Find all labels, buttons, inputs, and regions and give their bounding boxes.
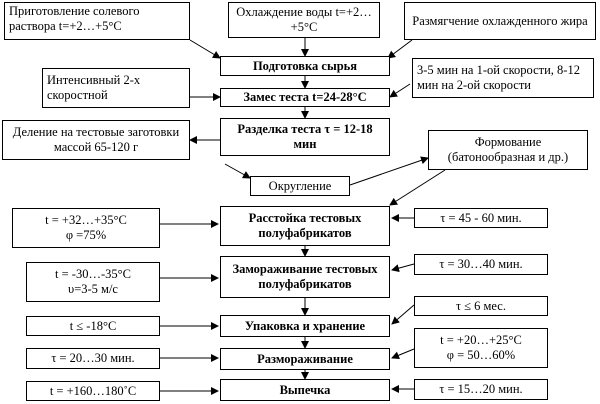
step-mixing-label: Замес теста t=24-28°С	[243, 90, 367, 104]
step-baking: Выпечка	[220, 379, 390, 401]
arrow-right-param-2	[391, 263, 415, 273]
step-thawing: Размораживание	[220, 348, 390, 370]
arrow-fat-to-prep	[387, 39, 413, 59]
arrow-right-param-3	[391, 304, 415, 325]
step-proofing-label: Расстойка тестовых полуфабрикатов	[248, 211, 362, 240]
input-shaping-text: Формование (батонообразная и др.)	[447, 135, 569, 164]
input-fat-text: Размягчение охлажденного жира	[412, 13, 588, 28]
step-prep-label: Подготовка сырья	[252, 58, 358, 73]
left-param-packing: t ≤ -18°С	[26, 316, 160, 336]
right-param-proofing: τ = 45 - 60 мин.	[414, 208, 548, 228]
step-prep: Подготовка сырья	[220, 56, 390, 76]
step-proofing: Расстойка тестовых полуфабрикатов	[220, 206, 390, 246]
right-param-packing-text: τ ≤ 6 мес.	[456, 298, 506, 313]
input-rounding-text: Округление	[268, 178, 332, 193]
left-param-baking: t = +160…180˚С	[26, 381, 160, 401]
input-mixer-text: Интенсивный 2-х скоростной	[47, 73, 141, 102]
step-mixing: Замес теста t=24-28°С	[220, 88, 390, 107]
right-param-baking-text: τ = 15…20 мин.	[439, 382, 523, 396]
right-param-packing: τ ≤ 6 мес.	[414, 296, 548, 316]
left-param-freezing: t = -30…-35°С υ=3-5 м/с	[26, 262, 160, 302]
left-param-proofing-text: t = +32…+35°С φ =75%	[45, 213, 127, 242]
input-dividing: Деление на тестовые заготовки массой 65-…	[2, 120, 190, 160]
step-baking-label: Выпечка	[279, 382, 331, 397]
arrow-brine-to-prep	[189, 39, 221, 59]
input-mixer: Интенсивный 2-х скоростной	[42, 68, 190, 108]
right-param-freezing-text: τ = 30…40 мин.	[439, 257, 523, 271]
arrow-speeds-to-mix	[389, 83, 411, 98]
input-water-text: Охлаждение воды t=+2…+5°С	[236, 5, 372, 34]
right-param-proofing-text: τ = 45 - 60 мин.	[440, 210, 522, 225]
step-freezing: Замораживание тестовых полуфабрикатов	[220, 256, 390, 298]
step-cutting-label: Разделка теста τ = 12-18 мин	[237, 122, 373, 151]
input-brine-text: Приготовление солевого раствора t=+2…+5°…	[9, 4, 140, 33]
input-fat: Размягчение охлажденного жира	[404, 2, 596, 40]
input-speeds-text: 3-5 мин на 1-ой скорости, 8-12 мин на 2-…	[417, 63, 580, 92]
left-param-freezing-text: t = -30…-35°С υ=3-5 м/с	[55, 267, 131, 296]
input-shaping: Формование (батонообразная и др.)	[428, 130, 588, 170]
left-param-packing-text: t ≤ -18°С	[69, 318, 117, 333]
step-freezing-label: Замораживание тестовых полуфабрикатов	[232, 262, 378, 291]
arrow-right-param-4	[391, 348, 415, 360]
input-dividing-text: Деление на тестовые заготовки массой 65-…	[12, 125, 180, 154]
step-cutting: Разделка теста τ = 12-18 мин	[220, 118, 390, 156]
step-packing-label: Упаковка и хранение	[244, 318, 366, 333]
right-param-baking: τ = 15…20 мин.	[414, 379, 548, 400]
input-water: Охлаждение воды t=+2…+5°С	[228, 2, 380, 38]
input-rounding: Округление	[250, 176, 350, 196]
input-brine: Приготовление солевого раствора t=+2…+5°…	[4, 2, 190, 40]
right-param-freezing: τ = 30…40 мин.	[414, 254, 548, 275]
left-param-proofing: t = +32…+35°С φ =75%	[12, 208, 160, 248]
left-param-baking-text: t = +160…180˚С	[49, 383, 137, 398]
arrow-rounding-to-shaping	[349, 156, 429, 186]
right-param-thawing: t = +20…+25°С φ = 50…60%	[414, 328, 548, 368]
input-speeds: 3-5 мин на 1-ой скорости, 8-12 мин на 2-…	[412, 58, 594, 98]
right-param-thawing-text: t = +20…+25°С φ = 50…60%	[440, 333, 522, 362]
arrow-shaping-to-proof	[389, 169, 446, 206]
step-packing: Упаковка и хранение	[220, 315, 390, 337]
left-param-thawing: τ = 20…30 мин.	[26, 348, 160, 369]
arrow-dividing-to-rounding	[224, 163, 251, 179]
left-param-thawing-text: τ = 20…30 мин.	[51, 351, 135, 365]
step-thawing-label: Размораживание	[257, 351, 353, 366]
